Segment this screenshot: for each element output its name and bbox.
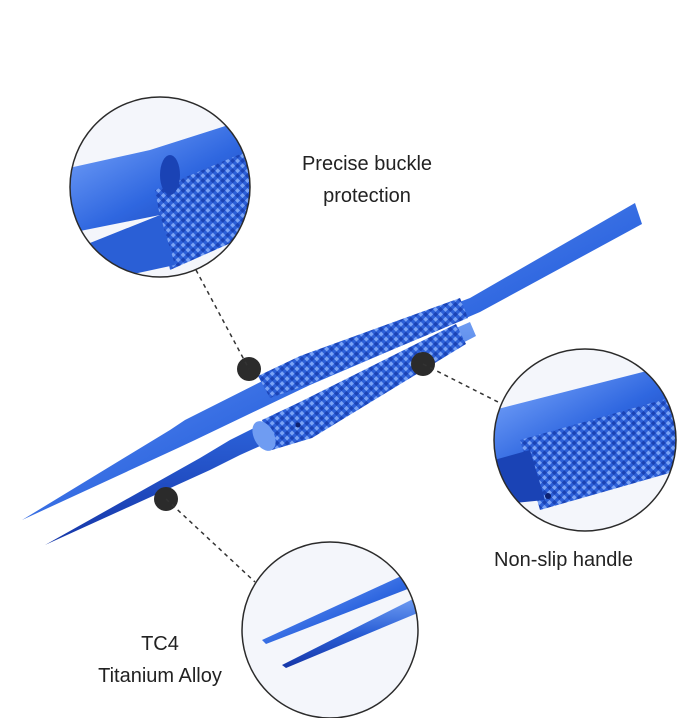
callout-alloy-line1: TC4: [141, 633, 179, 655]
upper-knurl-grip: [258, 298, 468, 398]
callout-handle-label: Non-slip handle: [494, 544, 679, 576]
callout-handle-line1: Non-slip handle: [494, 549, 633, 571]
leader-handle: [422, 363, 501, 404]
callout-buckle-line1: Precise buckle: [301, 153, 433, 175]
zoom-circle-tips: [241, 541, 419, 718]
zoom-circle-handle: [493, 348, 677, 532]
callout-alloy-label: TC4 Titanium Alloy: [60, 628, 260, 692]
callout-buckle-label: Precise buckle protection: [262, 148, 472, 212]
leader-alloy: [165, 498, 256, 583]
callout-alloy-line2: Titanium Alloy: [98, 665, 222, 687]
pin-hole: [295, 422, 301, 428]
leader-buckle: [195, 269, 250, 370]
collar: [252, 421, 276, 451]
zoom-circle-buckle: [69, 96, 251, 278]
callout-buckle-line2: protection: [323, 185, 411, 207]
